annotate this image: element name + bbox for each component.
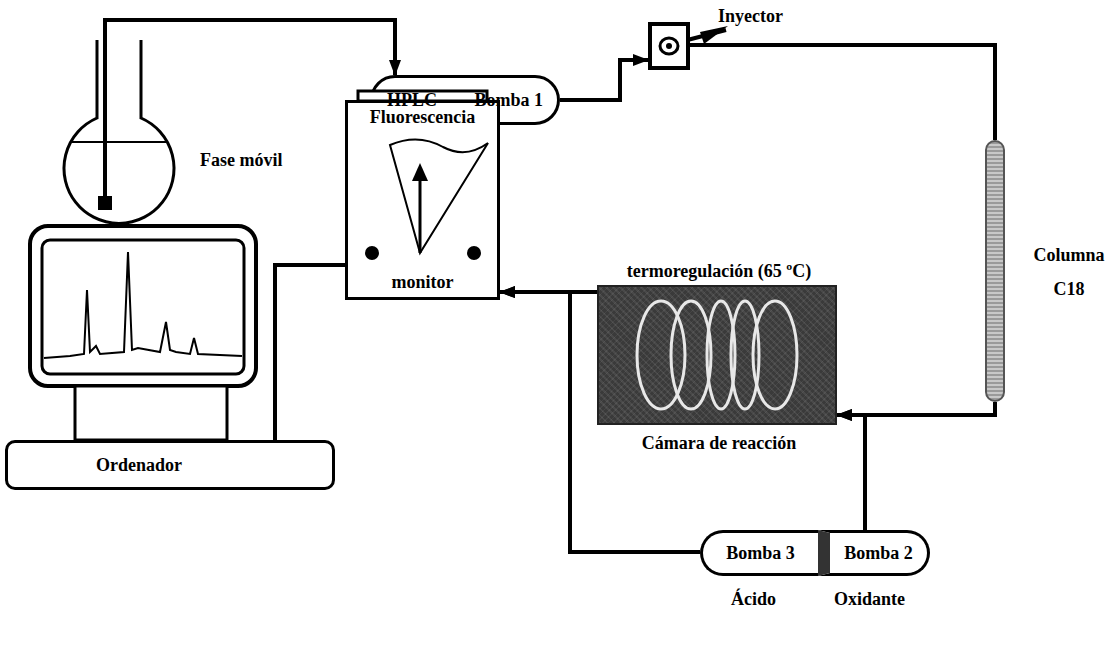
detector-title: Fluorescencia	[370, 107, 476, 128]
injector-valve: Inyector	[648, 22, 690, 70]
gauge-needle	[419, 175, 422, 253]
injector-port	[660, 38, 678, 54]
gauge-scale	[390, 139, 488, 253]
pump-2: Bomba 2Oxidante	[818, 530, 930, 576]
intake-tube	[103, 40, 107, 200]
detector-label: monitor	[392, 272, 454, 293]
coil-loop	[731, 301, 759, 409]
c18-column: Columna C18	[985, 140, 1005, 402]
detector-gauge	[348, 103, 497, 297]
intake-filter	[98, 196, 112, 210]
screen-display	[42, 240, 244, 374]
chamber-heading: termoregulación (65 ºC)	[599, 261, 839, 282]
computer-screen	[30, 226, 256, 386]
pump-label: Bomba 3	[726, 543, 795, 564]
mobile-phase-flask: Fase móvil	[65, 40, 177, 225]
pump-label: Bomba 1	[474, 90, 543, 111]
reagent-label: Ácido	[731, 589, 776, 610]
chamber-caption: Cámara de reacción	[599, 433, 839, 454]
pump-label: Bomba 2	[844, 543, 913, 564]
detector-lid	[358, 91, 487, 101]
syringe-body	[700, 26, 728, 44]
flow-line	[560, 60, 648, 100]
flow-line	[837, 415, 865, 530]
flow-line	[105, 20, 395, 75]
flask-label: Fase móvil	[200, 150, 283, 171]
reagent-label: Oxidante	[834, 589, 905, 610]
computer-base: Ordenador	[5, 440, 335, 490]
coil-loop	[671, 301, 711, 409]
flow-line	[690, 45, 995, 140]
column-label: Columna C18	[1027, 238, 1106, 306]
injector-dot	[666, 43, 672, 49]
needle-head	[412, 163, 428, 181]
flask-outline	[65, 40, 177, 225]
flow-line	[275, 265, 345, 440]
injector-loop	[652, 26, 686, 66]
reaction-chamber: termoregulación (65 ºC)Cámara de reacció…	[597, 285, 837, 425]
reaction-coil	[599, 287, 835, 423]
fluorescence-monitor: Fluorescencia monitor	[345, 100, 500, 300]
computer-stand	[75, 386, 227, 440]
chromatogram-trace	[44, 252, 242, 358]
flask-body	[64, 40, 174, 223]
liquid-level	[71, 141, 167, 143]
coil-loop	[753, 301, 797, 409]
computer-label: Ordenador	[96, 455, 182, 476]
pump-3: Bomba 3Ácido	[700, 530, 818, 576]
knob	[365, 246, 379, 260]
knob	[467, 246, 481, 260]
injector-label: Inyector	[718, 6, 783, 27]
